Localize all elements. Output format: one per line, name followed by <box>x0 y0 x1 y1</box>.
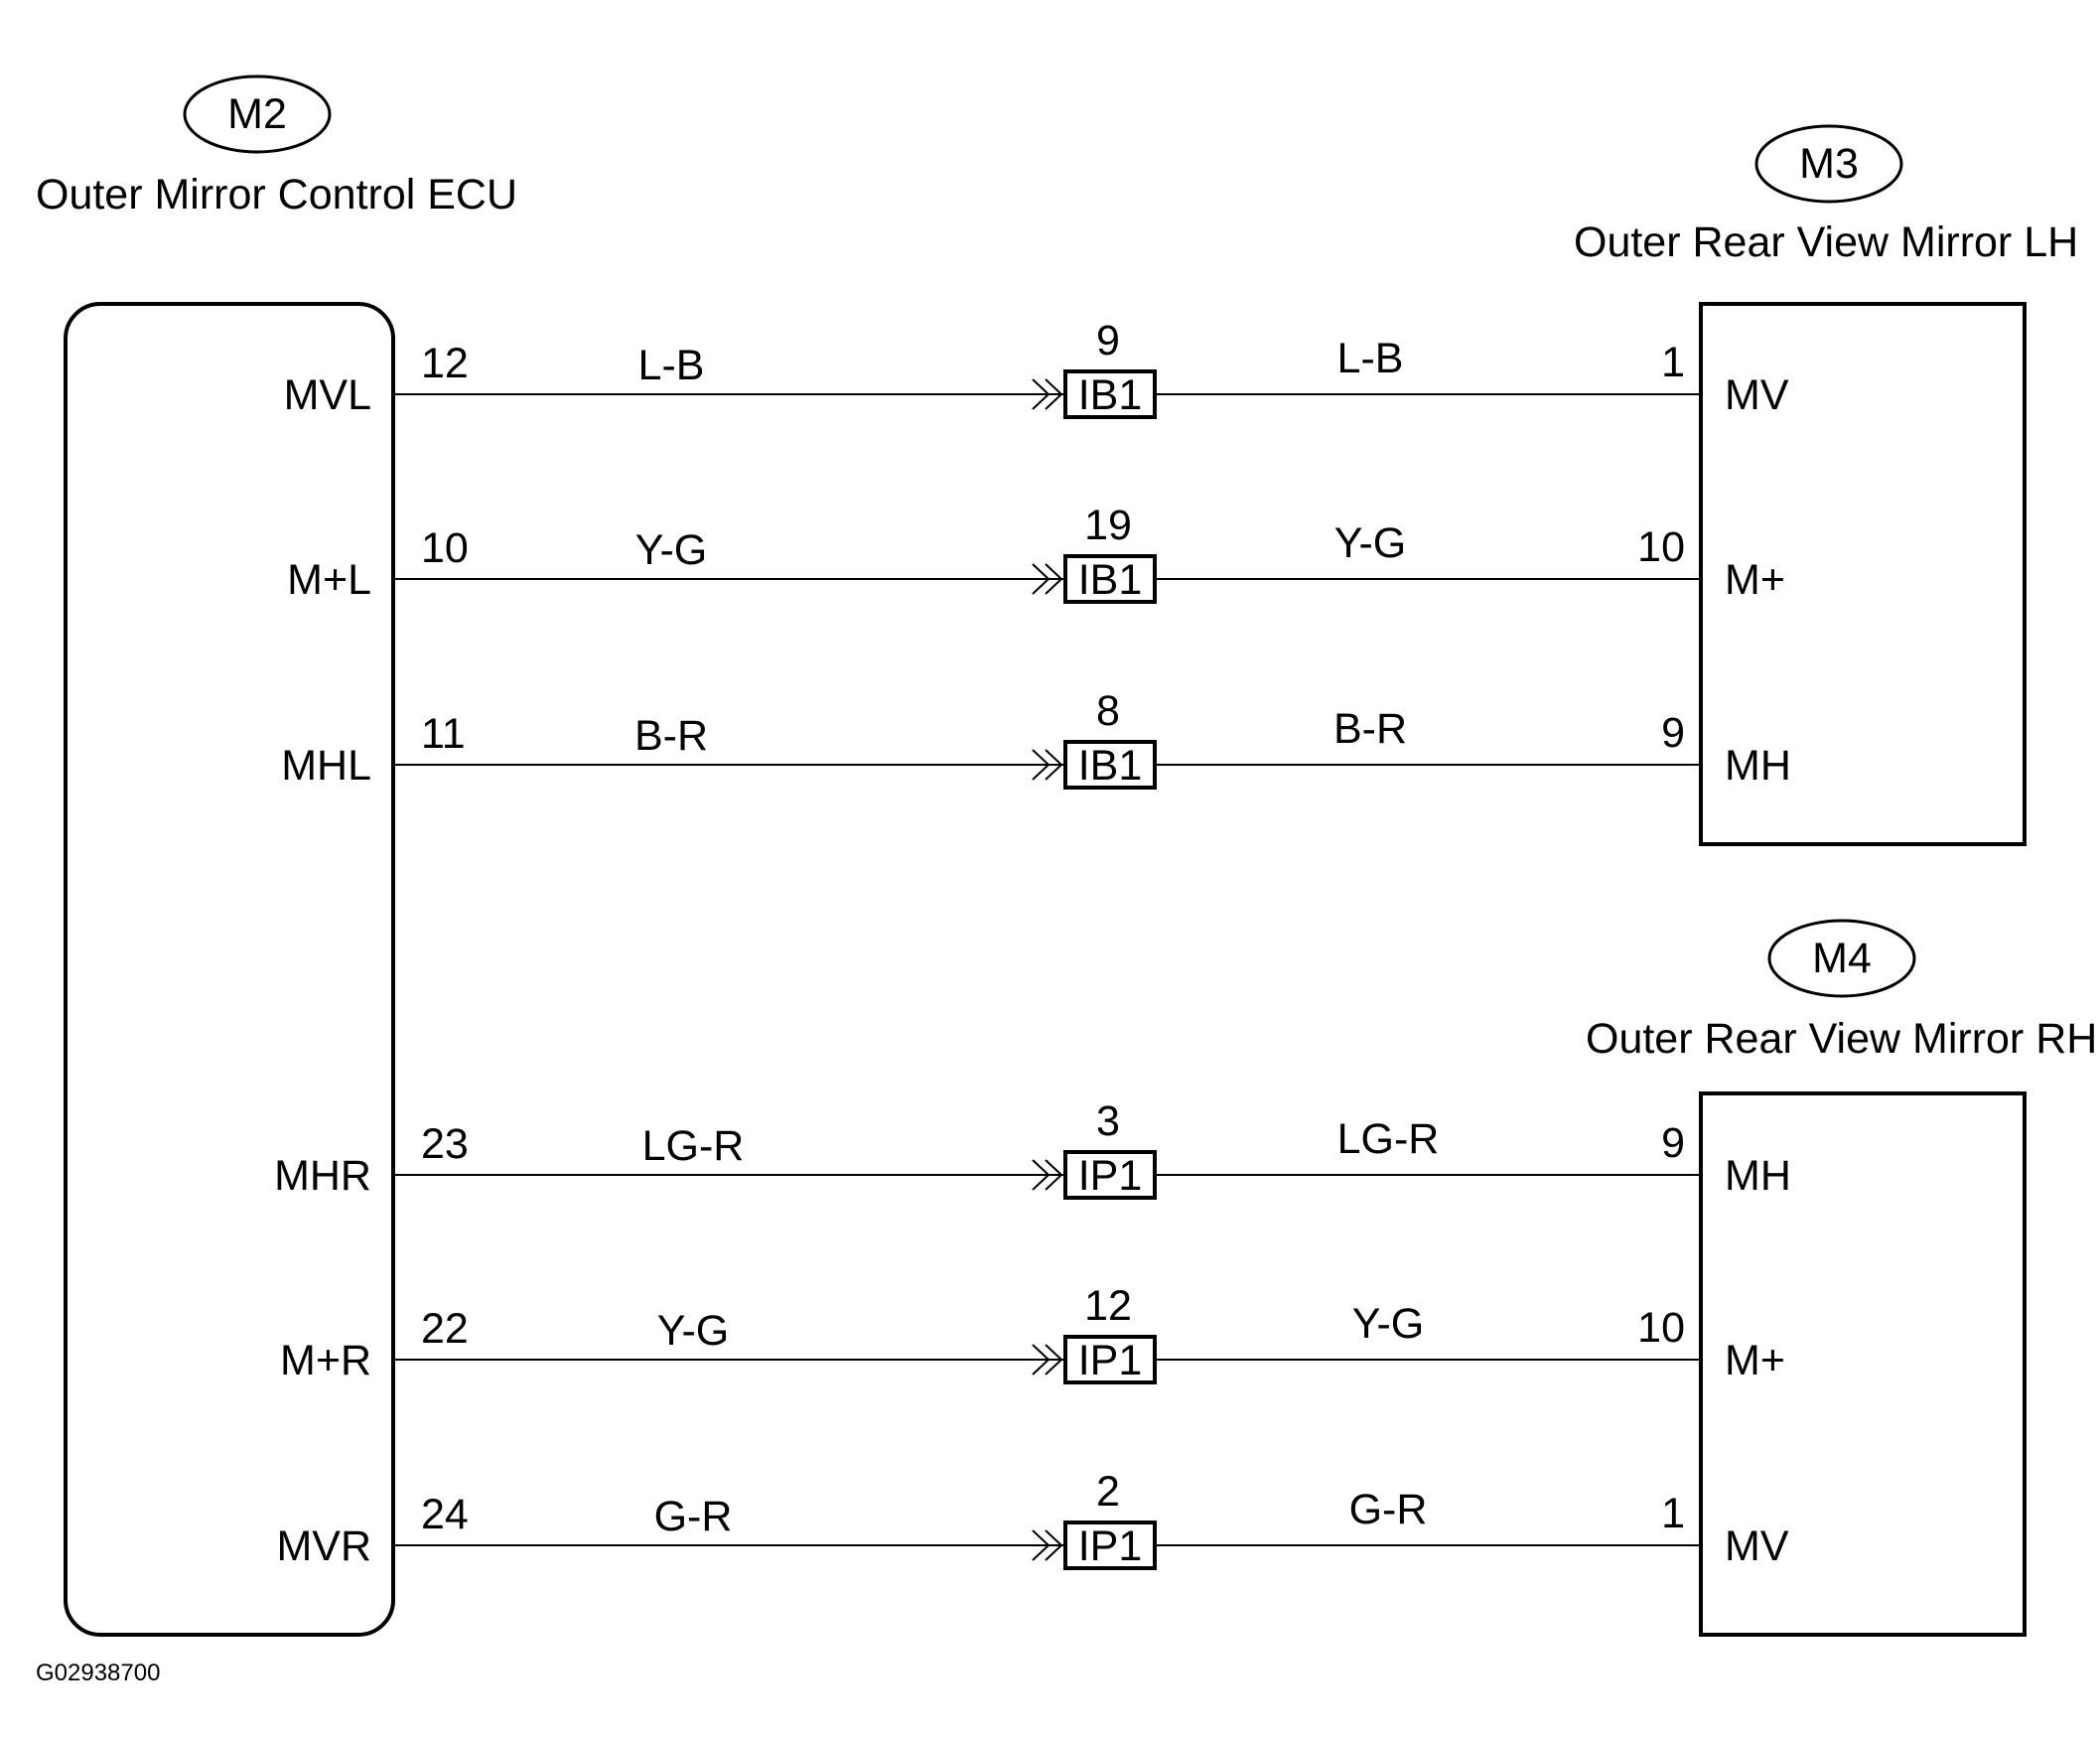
wire-color-left: G-R <box>654 1493 733 1540</box>
mirror-rh-name: Outer Rear View Mirror RH <box>1586 1015 2097 1063</box>
junction-connector-label: IP1 <box>1078 1522 1143 1570</box>
mirror-pin-number: 9 <box>1661 1119 1685 1167</box>
connector-chevron-inner <box>1045 1529 1063 1561</box>
junction-connector-label: IP1 <box>1078 1337 1143 1384</box>
wire-color-right: LG-R <box>1337 1115 1440 1163</box>
connector-chevron-inner <box>1045 749 1063 781</box>
junction-pin-number: 8 <box>1096 687 1120 735</box>
mirror-lh-connector-id: M3 <box>1799 140 1859 188</box>
connector-chevron-outer <box>1032 1159 1050 1191</box>
connector-chevron-inner <box>1045 378 1063 410</box>
ecu-pin-number: 12 <box>421 340 469 387</box>
mirror-terminal-label: M+ <box>1725 1337 1785 1384</box>
mirror-rh-connector-oval <box>1767 919 1916 998</box>
mirror-lh-box <box>1699 302 2027 846</box>
ecu-pin-number: 22 <box>421 1305 469 1353</box>
ecu-box <box>64 302 395 1637</box>
ecu-pin-number: 23 <box>421 1120 469 1168</box>
wire-color-left: B-R <box>634 712 708 760</box>
mirror-rh-box <box>1699 1091 2027 1637</box>
ecu-pin-number: 10 <box>421 524 469 572</box>
mirror-rh-connector-id: M4 <box>1812 935 1872 982</box>
connector-chevron-outer <box>1032 563 1050 595</box>
mirror-pin-number: 10 <box>1637 1304 1685 1352</box>
mirror-terminal-label: MV <box>1725 371 1789 419</box>
figure-code: G02938700 <box>36 1660 160 1686</box>
connector-chevron-inner <box>1045 1344 1063 1376</box>
ecu-pin-number: 11 <box>421 710 466 758</box>
ecu-terminal-label: MVL <box>284 371 371 419</box>
mirror-pin-number: 9 <box>1661 709 1685 757</box>
ecu-pin-number: 24 <box>421 1491 469 1538</box>
mirror-pin-number: 1 <box>1661 1490 1685 1537</box>
ecu-connector-id: M2 <box>227 90 287 138</box>
connector-chevron-inner <box>1045 563 1063 595</box>
connector-chevron-outer <box>1032 1344 1050 1376</box>
junction-pin-number: 9 <box>1096 317 1120 364</box>
junction-pin-number: 12 <box>1084 1282 1132 1330</box>
mirror-pin-number: 10 <box>1637 523 1685 571</box>
ecu-name: Outer Mirror Control ECU <box>36 171 517 218</box>
mirror-lh-connector-oval <box>1754 124 1903 204</box>
junction-pin-number: 3 <box>1096 1097 1120 1145</box>
mirror-terminal-label: M+ <box>1725 556 1785 604</box>
ecu-terminal-label: MHR <box>274 1152 371 1200</box>
junction-pin-number: 2 <box>1096 1468 1120 1516</box>
wire-color-right: G-R <box>1349 1486 1428 1533</box>
wire-color-right: Y-G <box>1352 1300 1425 1348</box>
connector-chevron-outer <box>1032 378 1050 410</box>
wire-color-left: L-B <box>638 342 705 389</box>
mirror-terminal-label: MV <box>1725 1522 1789 1570</box>
wire-color-right: B-R <box>1333 705 1407 753</box>
junction-connector-label: IB1 <box>1078 371 1143 419</box>
ecu-terminal-label: MVR <box>276 1522 371 1570</box>
wire-color-right: L-B <box>1337 335 1404 382</box>
mirror-pin-number: 1 <box>1661 339 1685 386</box>
wire-color-left: LG-R <box>642 1122 745 1170</box>
ecu-terminal-label: M+R <box>280 1337 371 1384</box>
ecu-terminal-label: M+L <box>287 556 371 604</box>
mirror-terminal-label: MH <box>1725 742 1791 790</box>
mirror-lh-name: Outer Rear View Mirror LH <box>1574 218 2078 266</box>
junction-pin-number: 19 <box>1084 502 1132 549</box>
wire-color-right: Y-G <box>1334 519 1407 567</box>
wire-color-left: Y-G <box>657 1307 730 1355</box>
junction-connector-label: IB1 <box>1078 742 1143 790</box>
wire-color-left: Y-G <box>635 526 708 574</box>
connector-chevron-outer <box>1032 749 1050 781</box>
junction-connector-label: IB1 <box>1078 556 1143 604</box>
ecu-connector-oval <box>183 74 332 154</box>
junction-connector-label: IP1 <box>1078 1152 1143 1200</box>
ecu-terminal-label: MHL <box>281 742 371 790</box>
connector-chevron-inner <box>1045 1159 1063 1191</box>
connector-chevron-outer <box>1032 1529 1050 1561</box>
mirror-terminal-label: MH <box>1725 1152 1791 1200</box>
